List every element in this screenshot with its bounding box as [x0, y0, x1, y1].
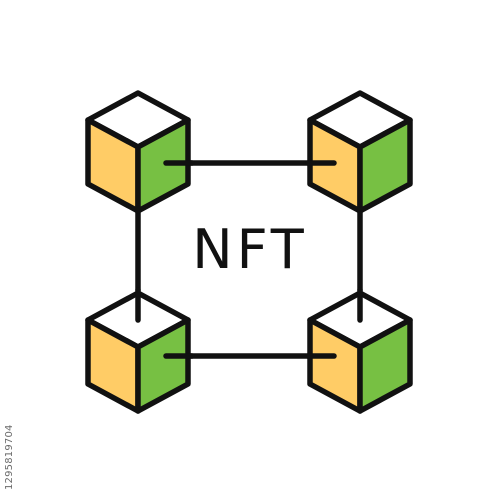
nft-label: NFT [192, 218, 308, 281]
cube-group [85, 90, 413, 414]
cube-right-face [357, 317, 413, 414]
cube-right-face [135, 317, 191, 414]
cube-right-face [357, 117, 413, 214]
stock-id-watermark: 1295819704 [4, 424, 15, 490]
cube-right-face [135, 117, 191, 214]
cube-icon [307, 90, 413, 214]
cube-icon [85, 90, 191, 214]
